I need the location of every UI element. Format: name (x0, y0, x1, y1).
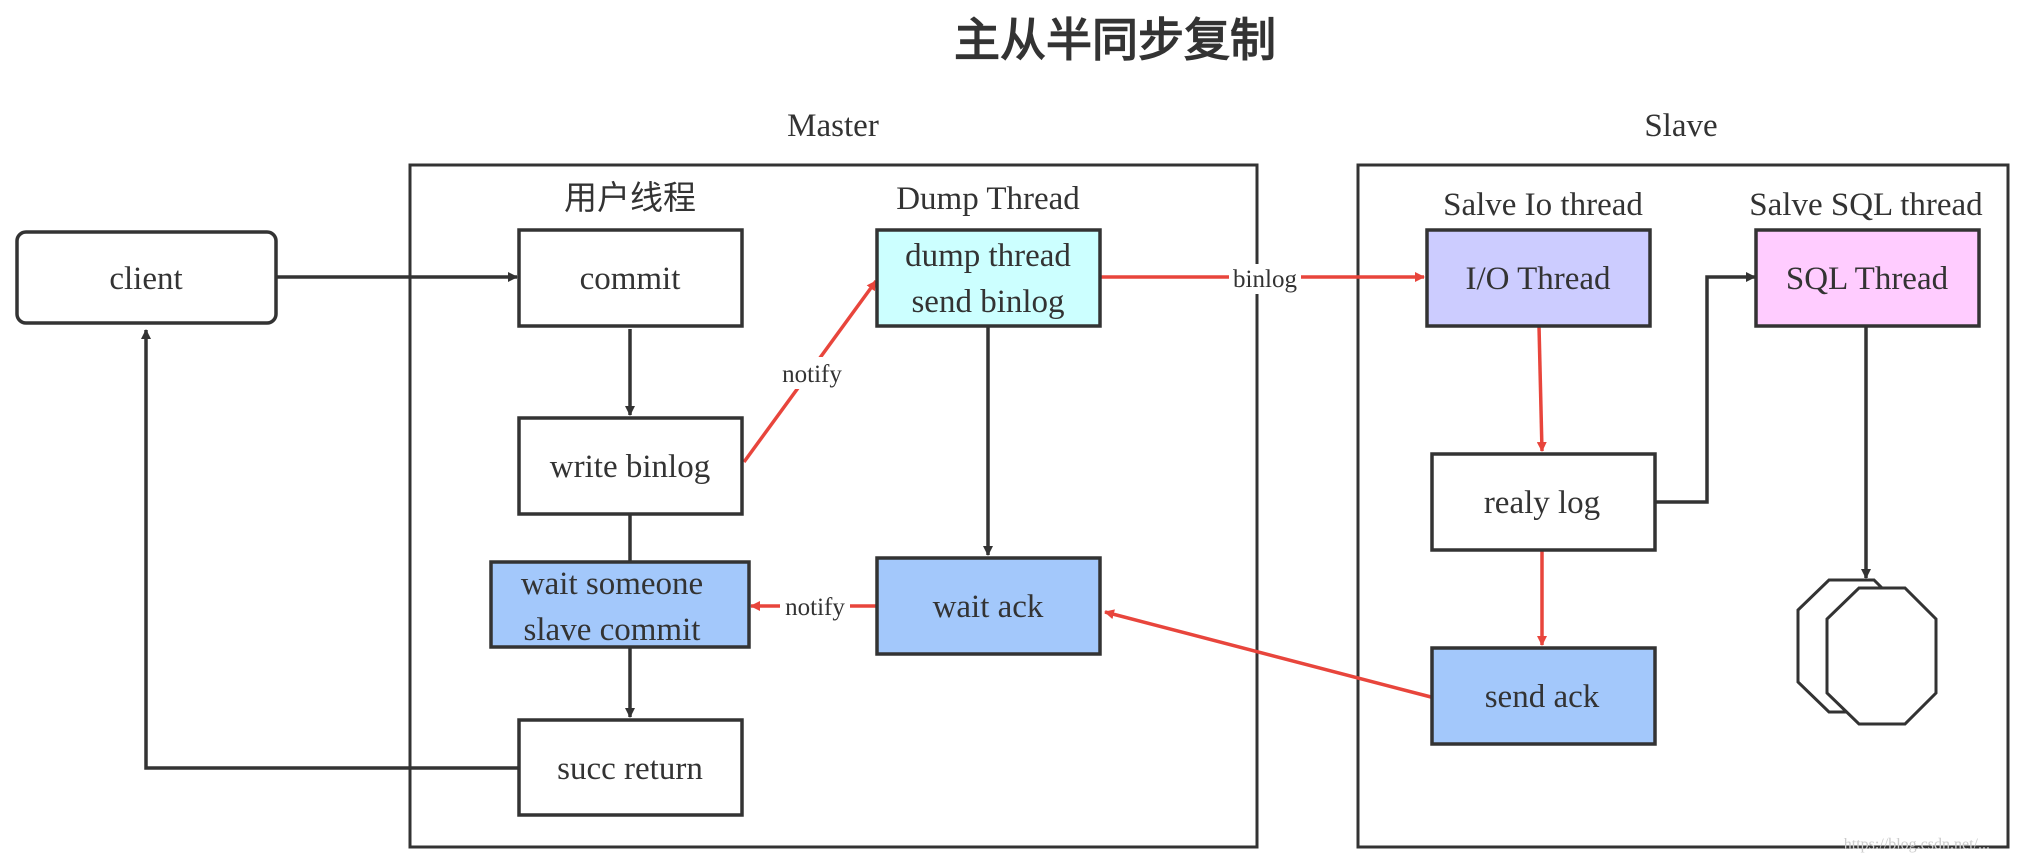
node-relay-log-label: realy log (1484, 485, 1600, 521)
edge-label-binlog: binlog (1233, 266, 1297, 293)
sql-thread-label: Salve SQL thread (1749, 187, 1983, 223)
slave-container (1356, 163, 2010, 849)
node-relay-log (1430, 452, 1657, 552)
node-send-ack (1430, 646, 1657, 746)
node-dump-line1: dump thread (905, 238, 1071, 274)
node-client-label: client (109, 261, 182, 297)
edge-succ-return-client (141, 329, 519, 770)
edge-relay-sql (1655, 272, 1756, 504)
node-wait-someone-line1: wait someone (521, 566, 703, 602)
node-sql-thread (1754, 228, 1981, 328)
node-client (15, 230, 278, 325)
node-succ-return-label: succ return (557, 751, 703, 787)
node-commit (517, 228, 744, 328)
node-wait-ack-label: wait ack (933, 589, 1044, 625)
master-label: Master (787, 108, 879, 144)
node-wait-someone-slave-commit (489, 560, 751, 649)
diagram-title: 主从半同步复制 (954, 15, 1276, 66)
node-io-thread (1425, 228, 1652, 328)
edge-send-ack-wait-ack (1104, 609, 1432, 699)
node-sql-thread-label: SQL Thread (1786, 261, 1949, 297)
node-commit-label: commit (580, 261, 681, 297)
node-send-ack-label: send ack (1485, 679, 1600, 715)
dump-thread-label: Dump Thread (896, 181, 1080, 217)
node-dump-line2: send binlog (911, 284, 1064, 320)
node-dump-thread (875, 228, 1102, 328)
node-succ-return (517, 718, 744, 817)
node-write-binlog (517, 416, 744, 516)
node-wait-someone-line2: slave commit (524, 612, 701, 648)
user-thread-label: 用户线程 (564, 180, 696, 217)
watermark: https://blog.csdn.net/... (1844, 836, 1990, 853)
edge-label-notify-up: notify (782, 361, 842, 388)
edge-label-notify-left: notify (785, 594, 845, 621)
io-thread-label: Salve Io thread (1443, 187, 1643, 223)
node-wait-ack (875, 556, 1102, 656)
slave-label: Slave (1644, 108, 1717, 144)
master-container (408, 163, 1259, 849)
node-io-thread-label: I/O Thread (1465, 261, 1611, 297)
edge-io-relay (1536, 325, 1547, 452)
database-octagon-front (1825, 586, 1938, 726)
node-write-binlog-label: write binlog (550, 449, 710, 485)
